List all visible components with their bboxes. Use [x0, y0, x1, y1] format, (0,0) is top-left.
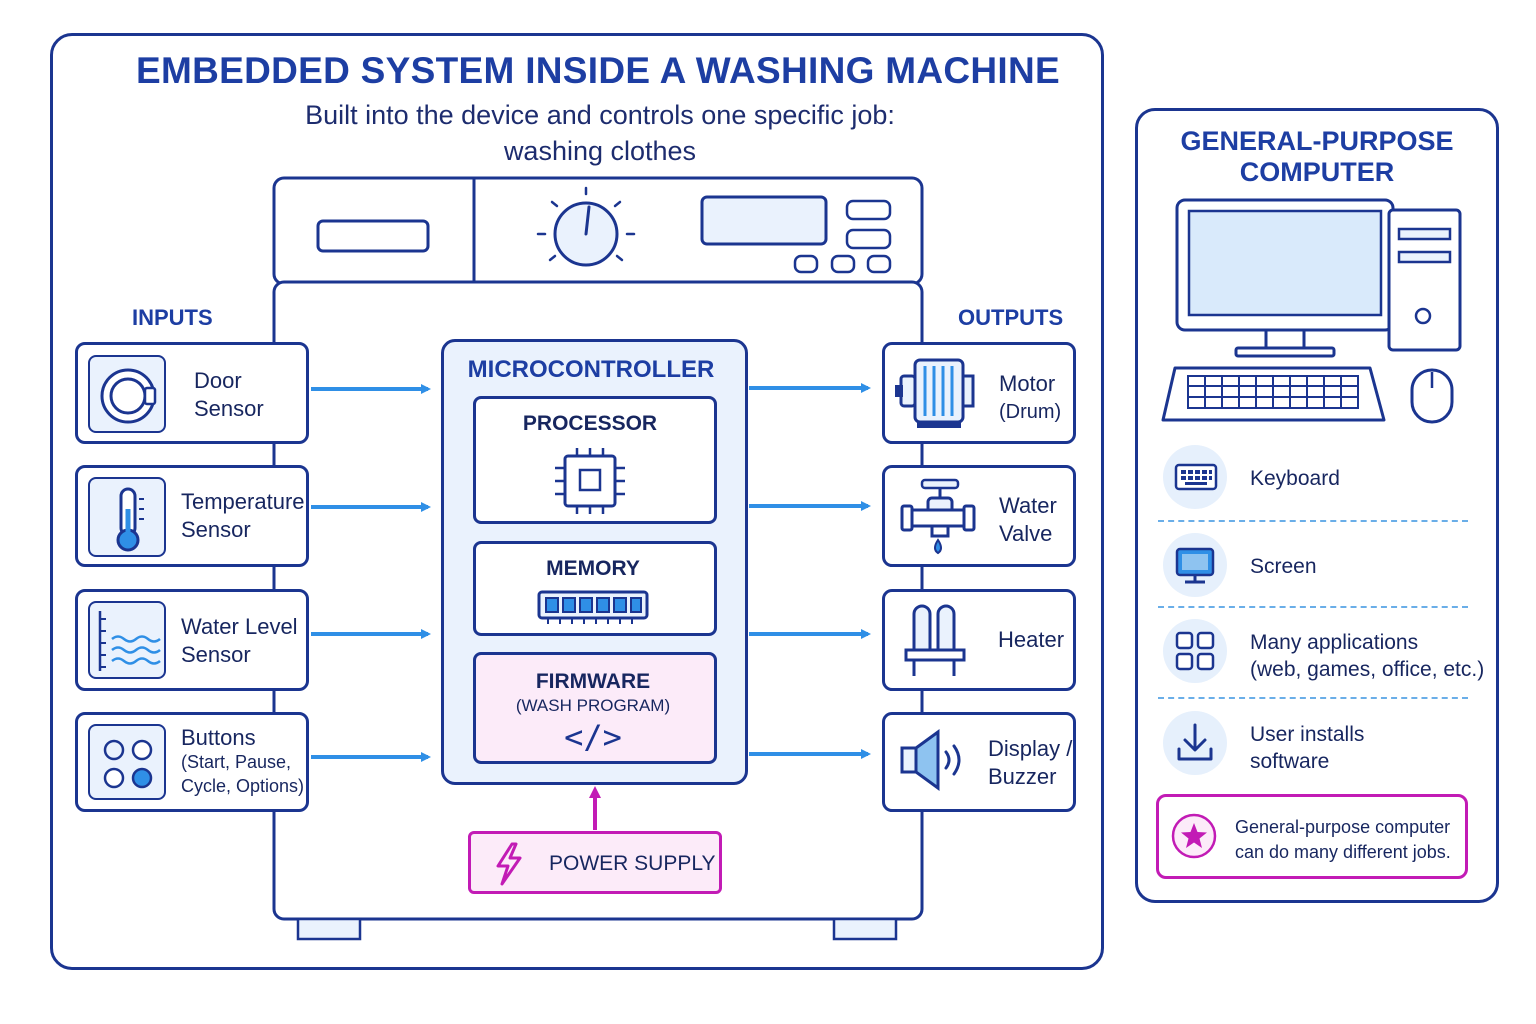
subtitle-line-1: Built into the device and controls one s…	[305, 100, 895, 130]
motor-icon	[893, 352, 983, 432]
microcontroller-title: MICROCONTROLLER	[467, 356, 715, 383]
power-supply-box	[468, 831, 722, 894]
heater-label: Heater	[998, 627, 1065, 652]
subtitle-line-2: washing clothes	[503, 136, 697, 166]
memory-label: MEMORY	[546, 557, 640, 580]
applications-label: Many applications (web, games, office, e…	[1250, 631, 1485, 681]
user-installs-label: User installs software	[1250, 723, 1365, 773]
door-icon	[88, 355, 166, 433]
water-level-sensor-label: Water Level Sensor	[181, 614, 298, 667]
chip-icon	[553, 446, 629, 516]
processor-label: PROCESSOR	[522, 412, 658, 435]
computer-title: GENERAL-PURPOSE COMPUTER	[1180, 126, 1454, 187]
thermometer-icon	[88, 477, 166, 557]
keyboard-icon	[1163, 445, 1227, 509]
code-icon: </>	[564, 718, 622, 756]
memory-chip-icon	[536, 588, 652, 628]
door-sensor-label: Door Sensor	[194, 368, 264, 421]
inputs-heading: INPUTS	[132, 305, 213, 330]
buttons-icon	[88, 724, 166, 800]
firmware-block	[473, 652, 717, 764]
heater-icon	[900, 600, 970, 682]
power-supply-label: POWER SUPPLY	[549, 852, 716, 875]
speaker-icon	[898, 728, 974, 792]
download-icon	[1163, 711, 1227, 775]
page-title: EMBEDDED SYSTEM INSIDE A WASHING MACHINE	[135, 50, 1061, 91]
apps-grid-icon	[1163, 619, 1227, 683]
screen-icon	[1163, 533, 1227, 597]
desktop-computer-illustration	[1161, 198, 1462, 424]
firmware-label: FIRMWARE	[535, 670, 651, 693]
note-text: General-purpose computer can do many dif…	[1235, 817, 1451, 862]
screen-label: Screen	[1250, 555, 1317, 578]
divider	[1158, 697, 1468, 699]
outputs-heading: OUTPUTS	[958, 305, 1064, 330]
display-buzzer-label: Display / Buzzer	[988, 736, 1073, 789]
motor-label: Motor (Drum)	[999, 371, 1062, 423]
temperature-sensor-label: Temperature Sensor	[181, 489, 305, 542]
divider	[1158, 520, 1468, 522]
water-valve-icon	[898, 476, 978, 560]
keyboard-label: Keyboard	[1250, 467, 1340, 490]
buttons-label: Buttons (Start, Pause, Cycle, Options)	[181, 725, 305, 797]
firmware-sublabel: (WASH PROGRAM)	[515, 696, 671, 715]
water-level-icon	[88, 601, 166, 679]
page-subtitle: Built into the device and controls one s…	[250, 97, 950, 169]
lightning-icon	[492, 842, 524, 886]
star-icon	[1170, 812, 1218, 860]
water-valve-label: Water Valve	[999, 493, 1057, 546]
divider	[1158, 606, 1468, 608]
